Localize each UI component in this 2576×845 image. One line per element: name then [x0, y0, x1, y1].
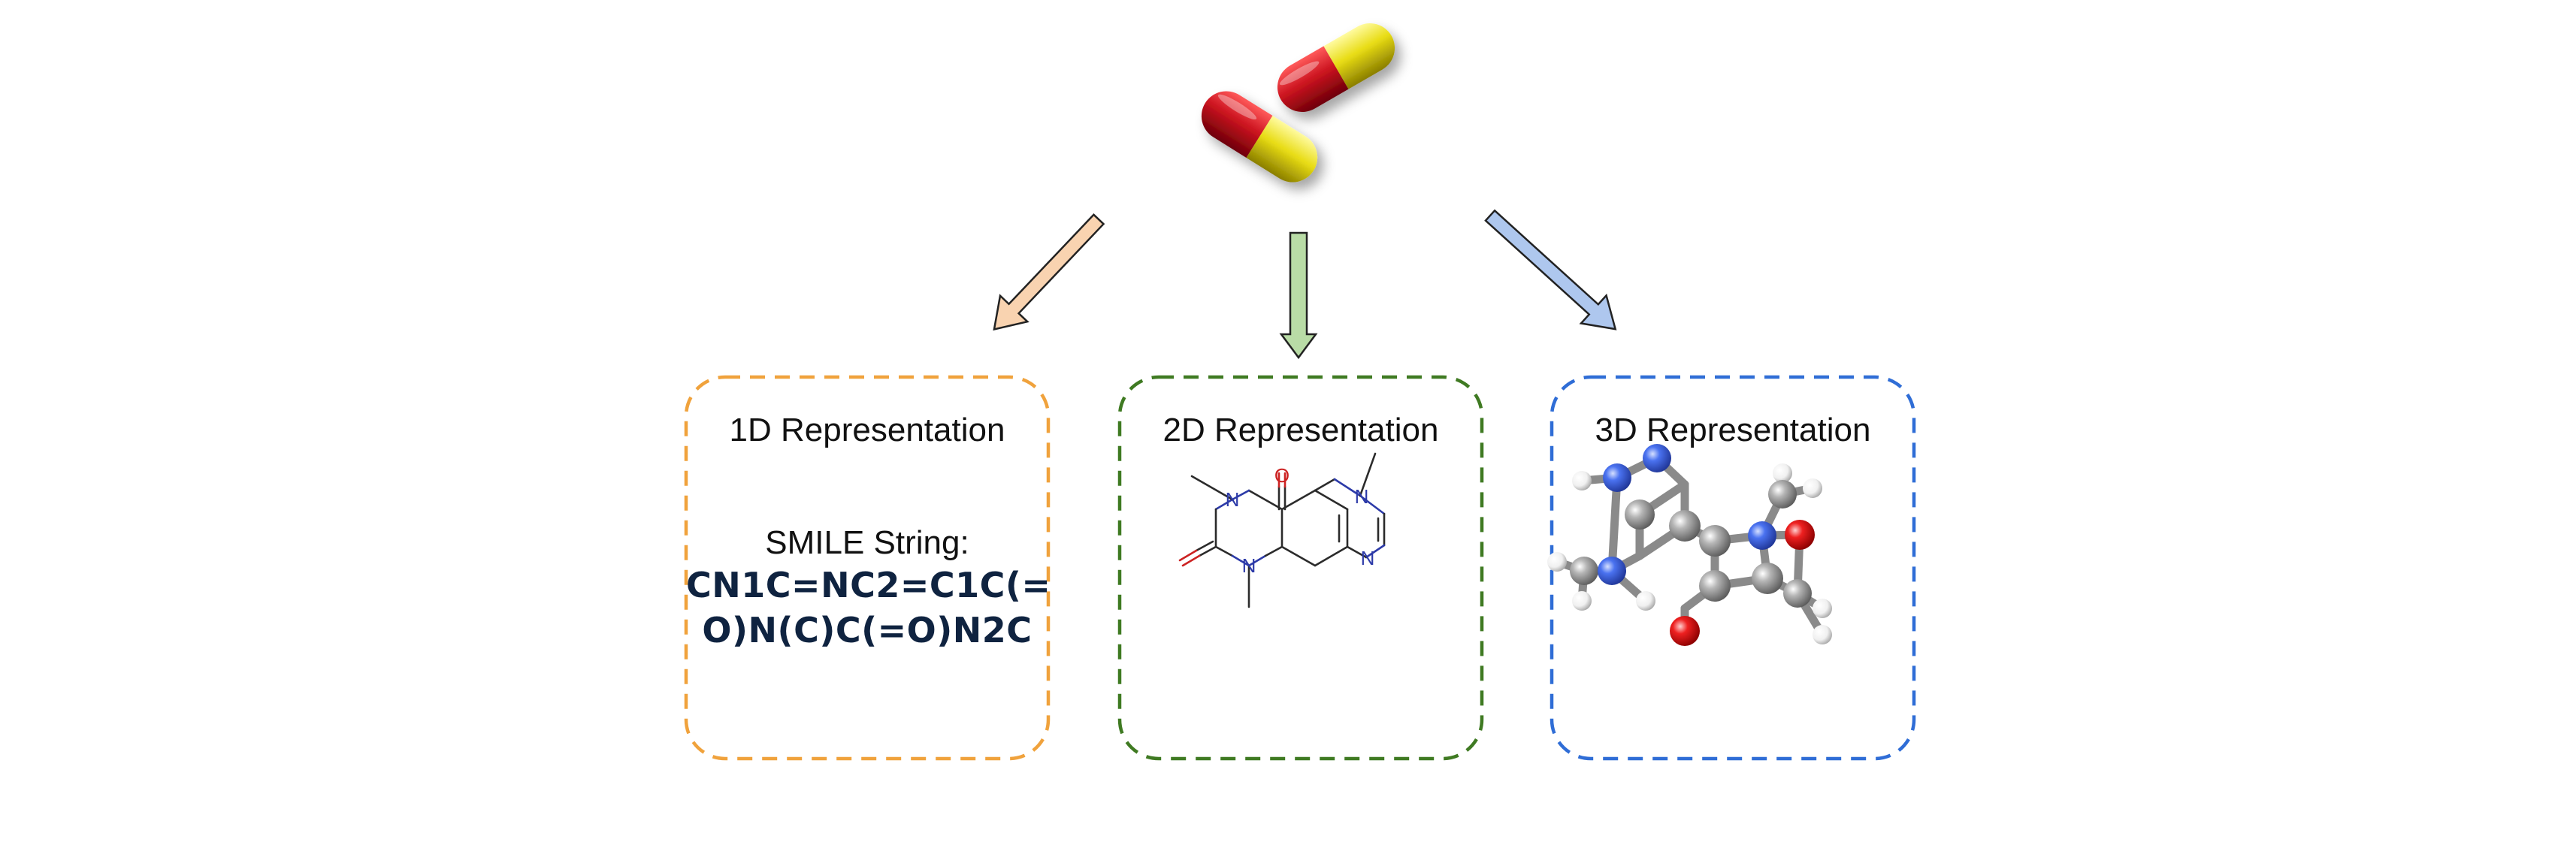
atom-c [1625, 499, 1655, 530]
title-1d: 1D Representation [729, 412, 1005, 448]
atom-n3: N [1242, 554, 1256, 577]
atom-c [1768, 480, 1797, 509]
atom-n [1643, 444, 1671, 472]
title-3d: 3D Representation [1595, 412, 1871, 448]
arrow-to-3d [1484, 209, 1617, 330]
atom-c [1783, 579, 1812, 608]
atom-h [1773, 463, 1792, 483]
atom-o-top: O [1274, 464, 1290, 487]
box-2d [1117, 375, 1484, 761]
atom-n [1603, 463, 1631, 492]
atom-c [1669, 510, 1701, 542]
arrow-to-2d [1279, 231, 1318, 360]
smiles-caption: SMILE String: [765, 524, 969, 561]
atom-n7: N [1355, 485, 1369, 508]
atom-h [1813, 625, 1832, 644]
atom-h [1572, 471, 1592, 490]
title-2d: 2D Representation [1163, 412, 1439, 448]
capsule-pill-icon [1201, 23, 1395, 183]
atom-o [1785, 520, 1815, 550]
atom-h [1572, 591, 1592, 611]
atom-h [1636, 591, 1655, 611]
atom-n [1748, 521, 1776, 550]
atom-c [1570, 557, 1598, 585]
atom-h [1803, 478, 1822, 498]
atom-c [1699, 570, 1731, 602]
box-3d [1550, 375, 1916, 761]
box-1d [684, 375, 1051, 761]
atom-n [1598, 557, 1626, 585]
atom-h [1547, 552, 1567, 572]
atom-c [1752, 563, 1783, 594]
atom-h [1813, 599, 1832, 618]
smiles-string-line-1: CN1C=NC2=C1C(= [686, 565, 1051, 605]
arrow-to-1d [993, 213, 1105, 331]
atom-n1: N [1226, 488, 1240, 511]
smiles-string-line-2: O)N(C)C(=O)N2C [702, 610, 1033, 650]
atom-c [1699, 525, 1731, 557]
atom-n9: N [1361, 547, 1375, 569]
atom-o [1670, 616, 1700, 646]
caffeine-ball-and-stick-model [1547, 444, 1832, 646]
caffeine-structural-formula: O N N N N [1178, 452, 1386, 608]
